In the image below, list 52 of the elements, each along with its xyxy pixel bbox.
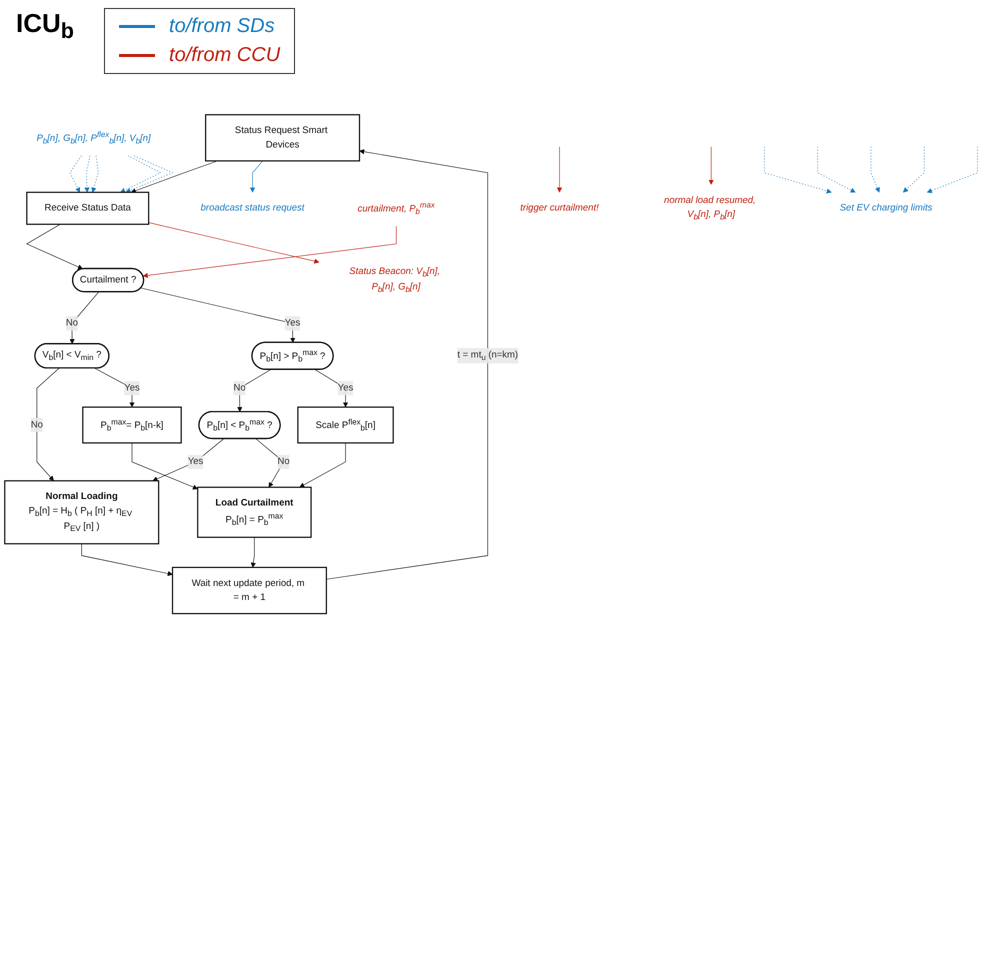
node-text: P$_{b}$[n], G$_{b}$[n], P$^{flex}$$_{b}$[n], V$_{b}$[n] bbox=[36, 130, 151, 146]
arrow bbox=[152, 438, 224, 482]
arrow bbox=[126, 155, 174, 193]
node-box: Receive Status Data bbox=[26, 192, 150, 225]
edge-label: Yes bbox=[124, 382, 140, 393]
arrow bbox=[142, 226, 397, 278]
node-box: Normal Loading P$_{b}$[n] = H$_{b}$ ( P$_{H}$ [n] + η$_{EV}$ P$_{EV}$ [n] ) bbox=[4, 480, 160, 544]
edge-label: Yes bbox=[338, 382, 354, 393]
legend-text: to/from CCU bbox=[169, 44, 280, 67]
node-text: broadcast status request bbox=[200, 202, 304, 214]
arrow bbox=[250, 160, 263, 193]
node-box: P$_{b}$$^{max}$= P$_{b}$[n-k] bbox=[82, 406, 182, 444]
arrow bbox=[120, 155, 162, 193]
edge-label: No bbox=[66, 318, 78, 328]
arrow bbox=[132, 442, 198, 490]
arrow bbox=[148, 222, 320, 264]
arrow bbox=[299, 442, 346, 488]
arrow bbox=[26, 224, 83, 270]
arrow bbox=[94, 368, 135, 408]
node-box: Scale P$^{flex}$$_{b}$[n] bbox=[297, 406, 394, 444]
arrow bbox=[130, 160, 218, 194]
arrow bbox=[91, 155, 99, 193]
node-text: Set EV charging limits bbox=[840, 202, 932, 214]
edge-label: No bbox=[233, 382, 246, 393]
diagram-title: ICU$_{b}$ bbox=[16, 8, 74, 44]
arrow bbox=[250, 537, 256, 568]
arrow bbox=[36, 368, 60, 482]
arrow bbox=[870, 146, 880, 193]
arrow bbox=[764, 146, 832, 194]
node-text: trigger curtailment! bbox=[520, 202, 599, 214]
node-text: normal load resumed, V$_{b}$[n], P$_{b}$[n] bbox=[664, 195, 756, 222]
arrow bbox=[817, 146, 856, 193]
arrow bbox=[708, 146, 714, 185]
arrow bbox=[902, 146, 925, 193]
arrow bbox=[70, 155, 82, 193]
legend-text: to/from SDs bbox=[169, 15, 275, 38]
edge-label: No bbox=[278, 456, 290, 467]
arrow bbox=[326, 149, 488, 580]
arrow bbox=[70, 292, 100, 344]
arrow bbox=[926, 146, 978, 194]
arrow bbox=[140, 288, 296, 343]
edge-label: t = mt$_{u}$ (n=km) bbox=[457, 350, 518, 362]
node-box: Wait next update period, m = m + 1 bbox=[172, 566, 327, 614]
node-text: Status Beacon: V$_{b}$[n], P$_{b}$[n], G$_{b}$[n] bbox=[349, 266, 440, 294]
arrow bbox=[237, 369, 272, 412]
arrow bbox=[556, 146, 562, 193]
arrow bbox=[84, 155, 90, 193]
edge-label: No bbox=[30, 420, 43, 430]
edge-label: Yes bbox=[284, 318, 300, 328]
node-box: Status Request Smart Devices bbox=[205, 114, 360, 162]
arrow bbox=[81, 543, 173, 576]
edge-label: Yes bbox=[188, 456, 204, 467]
